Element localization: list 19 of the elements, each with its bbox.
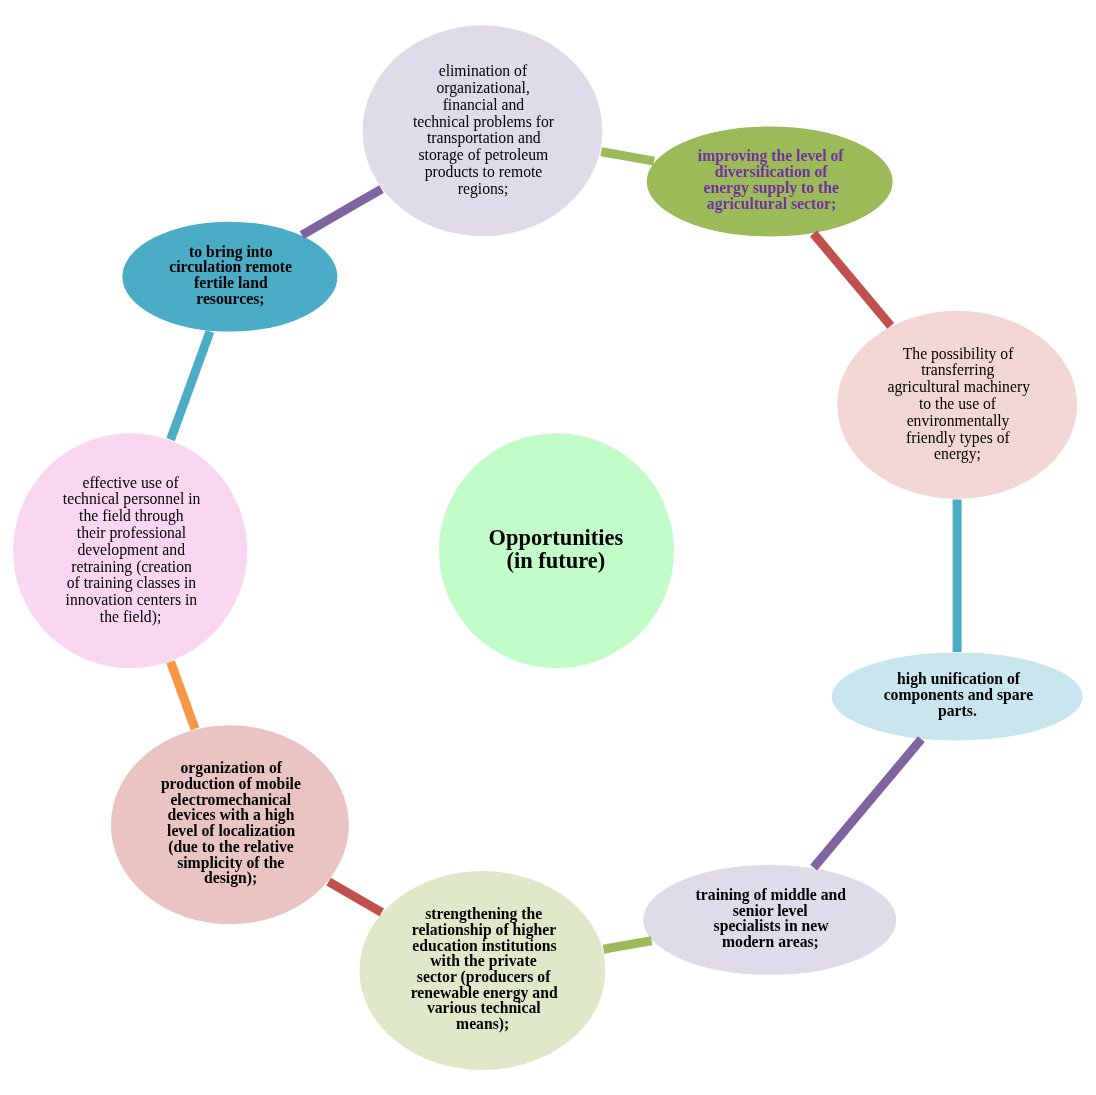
node-ellipse: improving the level of diversification of energy supply to the agricultural sector; (645, 125, 894, 238)
connector (809, 230, 895, 329)
node-circle: Opportunities (in future) (437, 432, 676, 670)
connector (299, 185, 384, 239)
node-ellipse: training of middle and senior level specialists in new modern areas; (642, 863, 898, 976)
connector (166, 660, 200, 731)
connector (600, 147, 655, 166)
connector (602, 936, 653, 954)
connector (952, 499, 962, 652)
connector (810, 736, 925, 871)
node-circle: effective use of technical personnel in the field through their professional development and retraining (creation of training classes in innovation centers in the field); (12, 432, 249, 670)
node-ellipse: strengthening the relationship of higher education institutions with the private sector (producers of renewable energy and various technical means); (358, 869, 607, 1072)
connector (166, 329, 215, 442)
node-ellipse: elimination of organizational, financial and technical problems for transportation and storage of petroleum products to remote regions; (361, 24, 604, 238)
node-ellipse: to bring into circulation remote fertile land resources; (121, 220, 339, 333)
node-ellipse: The possibility of transferring agricultural machinery to the use of environmentally friendly types of energy; (836, 309, 1079, 500)
node-ellipse: high unification of components and spare parts. (830, 651, 1084, 742)
connector (326, 877, 384, 917)
node-ellipse: organization of production of mobile electromechanical devices with a high level of localization (due to the relative simplicity of the design); (109, 724, 350, 926)
